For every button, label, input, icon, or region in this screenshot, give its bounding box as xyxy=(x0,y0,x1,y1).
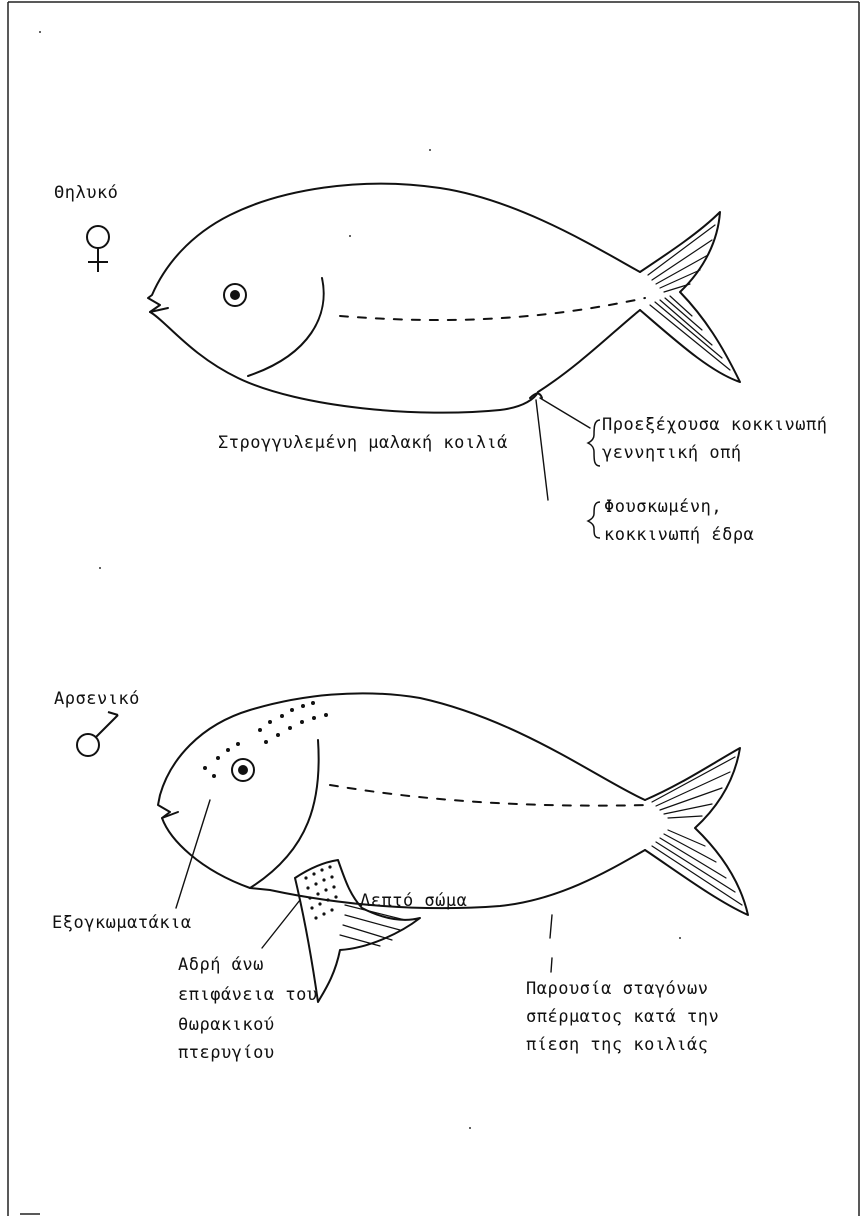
fin-texture-dots xyxy=(304,865,337,919)
genital-pore-label-line2: γεννητική οπή xyxy=(602,442,742,464)
pectoral-fin-label-line3: θωρακικού xyxy=(178,1014,275,1036)
sperm-label-line1: Παρουσία σταγόνων xyxy=(526,978,709,1000)
female-symbol-icon xyxy=(87,226,109,272)
paper-specks xyxy=(39,31,681,1129)
anus-label-line1: Φουσκωμένη, xyxy=(604,496,722,518)
belly-label: Στρογγυλεμένη μαλακή κοιλιά xyxy=(218,432,508,454)
sperm-label-line3: πίεση της κοιλιάς xyxy=(526,1034,709,1056)
pectoral-fin-label-line2: επιφάνεια του xyxy=(178,984,318,1006)
anus-label-line2: κοκκινωπή έδρα xyxy=(604,524,754,546)
female-label-brackets xyxy=(588,420,600,538)
tubercles-label: Εξογκωματάκια xyxy=(52,912,192,934)
tubercles-dots xyxy=(203,701,328,778)
male-title: Αρσενικό xyxy=(54,688,140,710)
pectoral-fin-label-line4: πτερυγίου xyxy=(178,1042,275,1064)
pectoral-fin-label-line1: Αδρή άνω xyxy=(178,954,264,976)
page-border xyxy=(8,2,859,1216)
genital-pore-label-line1: Προεξέχουσα κοκκινωπή xyxy=(602,414,827,436)
sperm-label-line2: σπέρματος κατά την xyxy=(526,1006,719,1028)
male-symbol-icon xyxy=(77,712,118,756)
thin-body-label: Λεπτό σώμα xyxy=(360,890,467,912)
female-title: Θηλυκό xyxy=(54,182,118,204)
